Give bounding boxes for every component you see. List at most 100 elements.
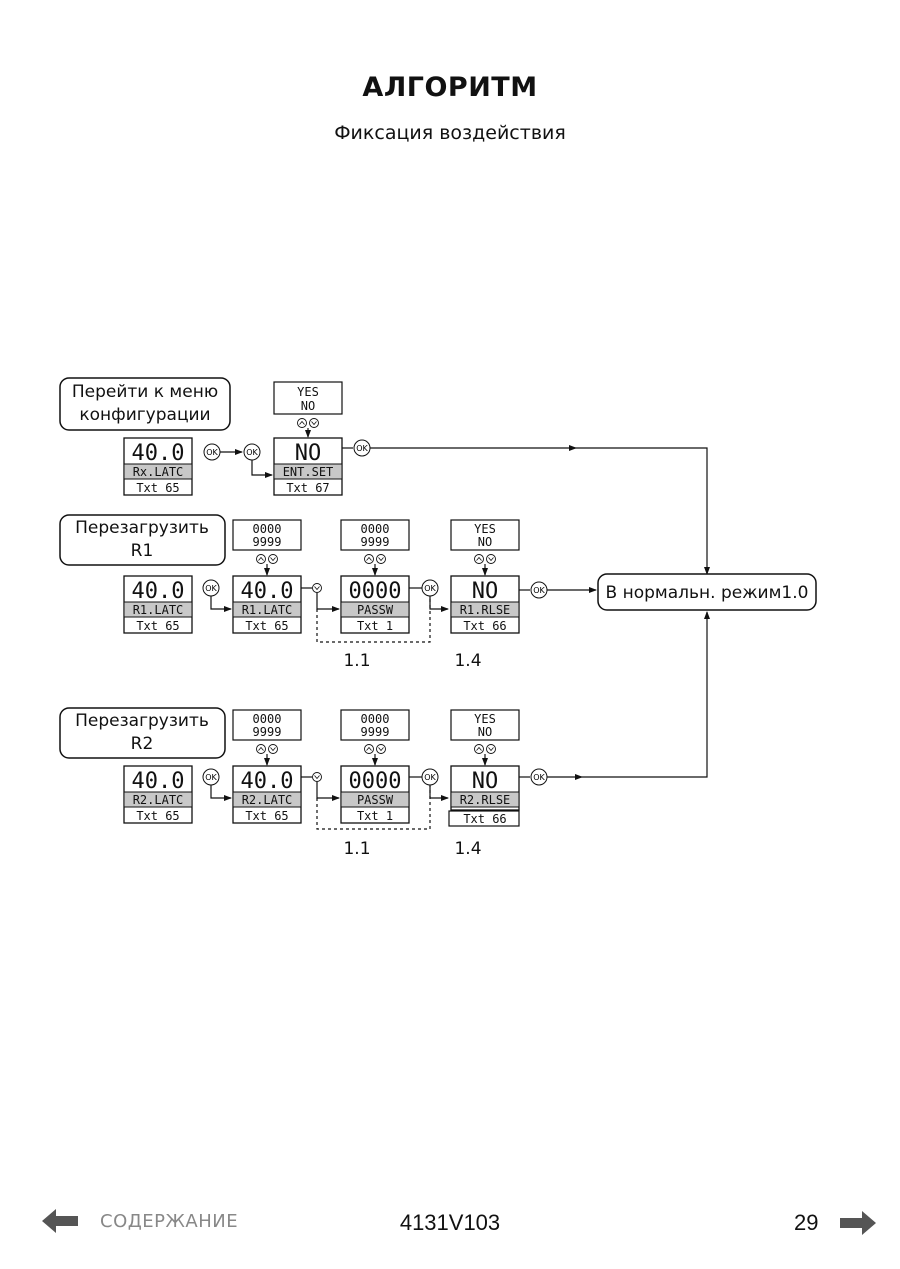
row3-rlse-choice-bottom: NO xyxy=(478,725,492,739)
row1-ok-button-1[interactable]: OK xyxy=(203,443,221,461)
reset-r2-label-line2: R2 xyxy=(131,734,154,754)
row1-up-down-arrows[interactable] xyxy=(297,418,319,428)
normal-mode-label: В нормальн. режим1.0 xyxy=(606,583,809,603)
page-title: АЛГОРИТМ xyxy=(362,72,538,103)
row3-display-txt: Txt 65 xyxy=(136,809,179,823)
ok-icon-label: OK xyxy=(424,584,436,593)
config-menu-box: Перейти к меню конфигурации xyxy=(59,377,231,431)
row3-rlse-choice-box: YES NO xyxy=(450,709,520,741)
row2-latc-range-top: 0000 xyxy=(253,522,282,536)
row3-latc-range-bottom: 9999 xyxy=(253,725,282,739)
row2-rlse-choice-bottom: NO xyxy=(478,535,492,549)
page-subtitle: Фиксация воздействия xyxy=(334,122,566,144)
page-number: 29 xyxy=(794,1210,819,1235)
row1-ent-code: ENT.SET xyxy=(283,465,334,479)
row3-latc-up-down-arrows[interactable] xyxy=(256,744,278,754)
row2-ref-1: 1.1 xyxy=(343,651,370,671)
row1-ent-txt: Txt 67 xyxy=(286,481,329,495)
normal-mode-box: В нормальн. режим1.0 xyxy=(597,573,817,611)
contents-link-label: СОДЕРЖАНИЕ xyxy=(100,1210,239,1232)
row3-ok-button-1[interactable]: OK xyxy=(202,768,220,786)
row2-latc-value: 40.0 xyxy=(241,579,294,604)
row3-display: 40.0 R2.LATC Txt 65 xyxy=(123,765,193,824)
arrow-right-icon xyxy=(840,1211,876,1235)
row2-ok-button-1[interactable]: OK xyxy=(202,579,220,597)
reset-r1-box: Перезагрузить R1 xyxy=(59,514,226,566)
row3-latc-display: 40.0 R2.LATC Txt 65 xyxy=(232,765,302,824)
row2-passw-range-bottom: 9999 xyxy=(361,535,390,549)
row3-passw-range-top: 0000 xyxy=(361,712,390,726)
row2-rlse-txt: Txt 66 xyxy=(463,619,506,633)
row2-rlse-display: NO R1.RLSE Txt 66 xyxy=(450,575,520,634)
ok-icon-label: OK xyxy=(246,448,258,457)
row2-rlse-up-down-arrows[interactable] xyxy=(474,554,496,564)
row1-display-value: 40.0 xyxy=(132,441,185,466)
row3-ref-1: 1.1 xyxy=(343,839,370,859)
row3-ok-button-2[interactable]: OK xyxy=(421,768,439,786)
row2-latc-range-box: 0000 9999 xyxy=(232,519,302,551)
row1-ok-button-2[interactable]: OK xyxy=(243,443,261,461)
row3-latc-txt: Txt 65 xyxy=(245,809,288,823)
row2-passw-value: 0000 xyxy=(349,579,402,604)
row3-latc-value: 40.0 xyxy=(241,769,294,794)
arrow-left-icon xyxy=(42,1209,78,1233)
row3-passw-code: PASSW xyxy=(357,793,394,807)
row2-passw-display: 0000 PASSW Txt 1 xyxy=(340,575,410,634)
reset-r1-label-line1: Перезагрузить xyxy=(75,518,209,538)
row2-display-value: 40.0 xyxy=(132,579,185,604)
row1-ok-button-3[interactable]: OK xyxy=(353,439,371,457)
row2-passw-txt: Txt 1 xyxy=(357,619,393,633)
row2-latc-up-down-arrows[interactable] xyxy=(256,554,278,564)
document-code: 4131V103 xyxy=(399,1210,501,1235)
row1-choice-box: YES NO xyxy=(273,381,343,415)
row2-latc-range-bottom: 9999 xyxy=(253,535,282,549)
row2-passw-code: PASSW xyxy=(357,603,394,617)
row1-ent-set-display: NO ENT.SET Txt 67 xyxy=(273,437,343,496)
row1-choice-bottom: NO xyxy=(301,399,315,413)
row2-rlse-value: NO xyxy=(472,579,499,604)
row1-ent-value: NO xyxy=(295,441,322,466)
ok-icon-label: OK xyxy=(206,448,218,457)
row3-ok-button-3[interactable]: OK xyxy=(530,768,548,786)
row2-display-txt: Txt 65 xyxy=(136,619,179,633)
row2-ref-2: 1.4 xyxy=(454,651,481,671)
reset-r2-box: Перезагрузить R2 xyxy=(59,707,226,759)
row2-latc-txt: Txt 65 xyxy=(245,619,288,633)
row3-passw-value: 0000 xyxy=(349,769,402,794)
row2-passw-range-top: 0000 xyxy=(361,522,390,536)
ok-icon-label: OK xyxy=(356,444,368,453)
row3-rlse-txt: Txt 66 xyxy=(463,812,506,826)
row3-down-arrow-button[interactable] xyxy=(312,772,322,782)
row2-display-code: R1.LATC xyxy=(133,603,184,617)
reset-r1-label-line2: R1 xyxy=(131,541,154,561)
row2-latc-display: 40.0 R1.LATC Txt 65 xyxy=(232,575,302,634)
row3-latc-range-top: 0000 xyxy=(253,712,282,726)
row3-rlse-up-down-arrows[interactable] xyxy=(474,744,496,754)
row3-ref-2: 1.4 xyxy=(454,839,481,859)
row3-latc-code: R2.LATC xyxy=(242,793,293,807)
next-page-button[interactable] xyxy=(838,1208,878,1242)
row2-latc-code: R1.LATC xyxy=(242,603,293,617)
row2-rlse-choice-top: YES xyxy=(474,522,496,536)
row3-display-code: R2.LATC xyxy=(133,793,184,807)
row3-passw-up-down-arrows[interactable] xyxy=(364,744,386,754)
row1-display: 40.0 Rx.LATC Txt 65 xyxy=(123,437,193,496)
ok-icon-label: OK xyxy=(205,584,217,593)
row3-rlse-display: NO R2.RLSE Txt 66 xyxy=(448,765,520,827)
row3-display-value: 40.0 xyxy=(132,769,185,794)
contents-link[interactable]: СОДЕРЖАНИЕ xyxy=(40,1206,238,1236)
row2-ok-button-3[interactable]: OK xyxy=(530,581,548,599)
ok-icon-label: OK xyxy=(205,773,217,782)
row3-passw-range-bottom: 9999 xyxy=(361,725,390,739)
ok-icon-label: OK xyxy=(533,586,545,595)
row3-rlse-value: NO xyxy=(472,769,499,794)
ok-icon-label: OK xyxy=(424,773,436,782)
config-menu-label-line1: Перейти к меню xyxy=(72,382,218,402)
row2-passw-up-down-arrows[interactable] xyxy=(364,554,386,564)
row3-passw-display: 0000 PASSW Txt 1 xyxy=(340,765,410,824)
row2-ok-button-2[interactable]: OK xyxy=(421,579,439,597)
row2-down-arrow-button[interactable] xyxy=(312,583,322,593)
config-menu-label-line2: конфигурации xyxy=(79,405,210,425)
row2-rlse-code: R1.RLSE xyxy=(460,603,511,617)
